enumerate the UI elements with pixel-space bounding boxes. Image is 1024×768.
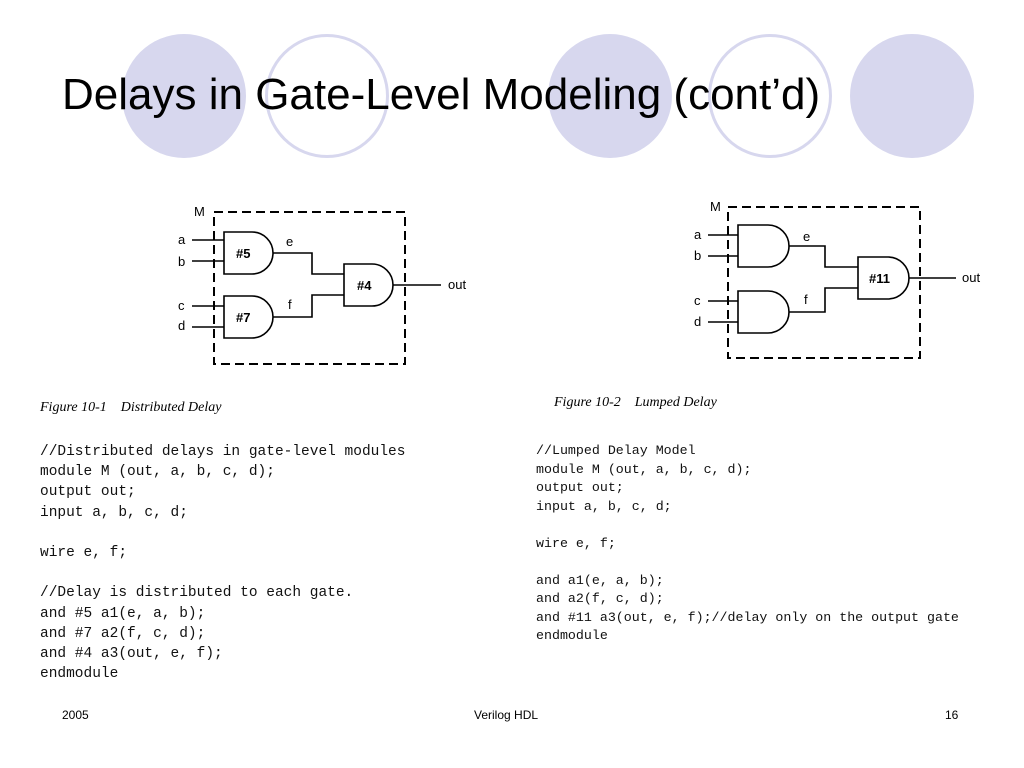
code-listing-lumped: //Lumped Delay Model module M (out, a, b… — [536, 442, 959, 646]
slide-title: Delays in Gate-Level Modeling (cont’d) — [62, 70, 821, 119]
wire-f — [789, 287, 858, 313]
wire-label-f: f — [288, 297, 292, 312]
input-label-c: c — [694, 293, 701, 308]
input-label-a: a — [178, 232, 186, 247]
gate-delay-label: #11 — [869, 271, 890, 286]
code-line: wire e, f; — [40, 545, 128, 562]
code-line: and #4 a3(out, e, f); — [40, 646, 223, 663]
module-label: M — [194, 204, 205, 219]
code-line: input a, b, c, d; — [40, 504, 188, 521]
wire-e — [273, 252, 344, 275]
code-line: and a2(f, c, d); — [536, 591, 664, 606]
decor-circle — [850, 34, 974, 158]
code-line: module M (out, a, b, c, d); — [536, 461, 752, 477]
figure2-caption: Figure 10-2 Lumped Delay — [540, 379, 717, 427]
code-line: output out; — [40, 484, 136, 501]
code-line: module M (out, a, b, c, d); — [40, 464, 275, 481]
wire-label-e: e — [286, 234, 293, 249]
input-label-a: a — [694, 227, 702, 242]
footer-date: 2005 — [62, 708, 89, 722]
and-gate-3 — [343, 263, 394, 307]
figure-distributed-delay: M a b c d #5 #7 #4 e f out — [178, 204, 466, 365]
code-line: //Lumped Delay Model — [536, 443, 696, 458]
code-line: //Delay is distributed to each gate. — [40, 585, 354, 602]
code-line: and #11 a3(out, e, f);//delay only on th… — [536, 609, 959, 625]
gate-delay-label: #4 — [357, 278, 372, 293]
decor-ring — [708, 34, 832, 158]
wire-label-f: f — [804, 292, 808, 307]
and-gate-2 — [223, 295, 274, 339]
caption-title: Lumped Delay — [634, 395, 717, 410]
input-label-d: d — [694, 314, 701, 329]
code-line: endmodule — [536, 628, 608, 643]
output-label: out — [962, 270, 980, 285]
wire-label-e: e — [803, 229, 810, 244]
module-boundary — [727, 206, 921, 359]
and-gate-1 — [223, 231, 274, 275]
code-line: output out; — [536, 480, 624, 495]
decor-circle — [122, 34, 246, 158]
gate-delay-label: #5 — [236, 246, 250, 261]
figure1-caption: Figure 10-1 Distributed Delay — [26, 384, 221, 432]
wire-e — [789, 245, 858, 268]
figure-lumped-delay: M a b c d #11 e f out — [694, 199, 980, 359]
and-gate-3 — [857, 256, 910, 300]
input-label-d: d — [178, 318, 185, 333]
module-boundary — [213, 211, 406, 365]
output-label: out — [448, 277, 466, 292]
input-label-b: b — [178, 254, 185, 269]
caption-number: Figure 10-1 — [40, 400, 107, 415]
code-line: wire e, f; — [536, 535, 616, 551]
code-line: endmodule — [40, 666, 119, 683]
footer-page-number: 16 — [945, 708, 959, 722]
footer-course-name: Verilog HDL — [474, 708, 539, 722]
gate-delay-label: #7 — [236, 310, 250, 325]
wire-f — [273, 294, 344, 318]
caption-title: Distributed Delay — [120, 400, 222, 415]
decor-ring — [265, 34, 389, 158]
code-line: input a, b, c, d; — [536, 498, 672, 514]
code-line: and #5 a1(e, a, b); — [40, 605, 206, 622]
caption-number: Figure 10-2 — [554, 395, 621, 410]
code-line: and a1(e, a, b); — [536, 572, 664, 588]
code-line: and #7 a2(f, c, d); — [40, 625, 206, 642]
input-label-b: b — [694, 248, 701, 263]
and-gate-1 — [737, 224, 790, 268]
module-label: M — [710, 199, 721, 214]
and-gate-2 — [737, 290, 790, 334]
decor-circle — [548, 34, 672, 158]
code-line: //Distributed delays in gate-level modul… — [40, 444, 406, 460]
code-listing-distributed: //Distributed delays in gate-level modul… — [40, 442, 405, 684]
input-label-c: c — [178, 298, 185, 313]
